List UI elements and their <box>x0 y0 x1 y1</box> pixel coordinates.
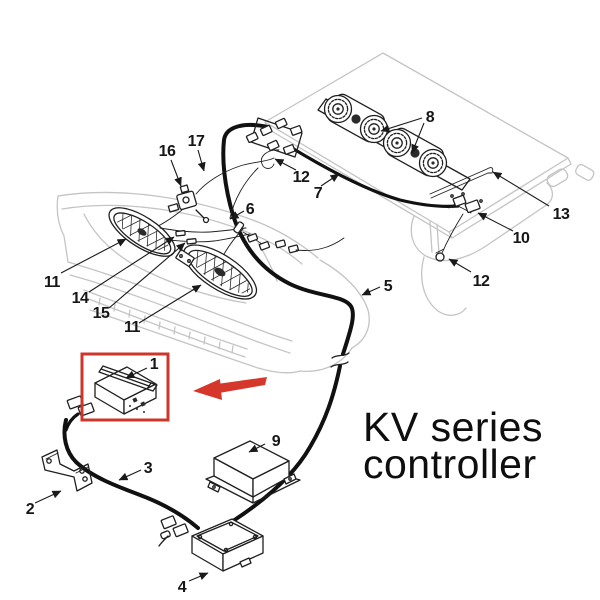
cable-clamp-12 <box>435 248 445 262</box>
callout-11-lower: 11 <box>124 319 141 336</box>
callout-15: 15 <box>93 305 110 322</box>
fan-wiring <box>159 221 345 267</box>
harness-cable-5 <box>221 122 355 356</box>
bullet-terminal-14 <box>175 230 186 237</box>
callout-10: 10 <box>513 230 530 247</box>
wiring-harness <box>62 122 494 535</box>
figure-annotation: KV series controller <box>363 404 543 487</box>
harness-cable-3 <box>62 418 200 530</box>
annotation-line-2: controller <box>363 441 537 487</box>
callout-4: 4 <box>178 579 187 596</box>
callout-leaders <box>34 117 550 582</box>
callout-14: 14 <box>72 290 89 307</box>
harness-plug <box>160 515 177 530</box>
blower-unit-1 <box>323 93 389 144</box>
fan-wire-connectors <box>246 233 300 254</box>
condenser-fan-right <box>182 243 258 301</box>
callout-13: 13 <box>553 206 570 223</box>
sensor-assembly-10 <box>448 192 483 214</box>
condenser-fan-left <box>108 206 176 258</box>
highlight-arrow <box>193 377 267 400</box>
callout-7: 7 <box>314 185 323 202</box>
callout-1: 1 <box>150 356 159 373</box>
mounting-bracket <box>41 449 93 492</box>
mounting-rail-end <box>146 382 158 392</box>
annotation-line-1: KV series <box>363 404 543 450</box>
solenoid-valve <box>153 184 210 229</box>
callout-16: 16 <box>159 143 176 160</box>
callout-2: 2 <box>26 501 35 518</box>
callout-12-top: 12 <box>293 169 310 186</box>
bullet-terminal-15 <box>186 238 197 245</box>
highlight-box <box>80 352 170 422</box>
callout-17: 17 <box>188 133 205 150</box>
blower-assemblies <box>317 93 471 191</box>
callout-8: 8 <box>426 109 435 126</box>
callout-11-left: 11 <box>44 274 61 291</box>
callout-9: 9 <box>272 433 281 450</box>
cable-break-mark <box>330 352 350 368</box>
callout-12-right: 12 <box>473 273 490 290</box>
blower-unit-2 <box>382 127 448 178</box>
relay-module <box>205 440 301 504</box>
callout-3: 3 <box>144 460 153 477</box>
harness-connectors <box>245 117 303 158</box>
capillary-tube-13 <box>429 167 494 199</box>
cable-17 <box>195 157 275 195</box>
junction-box <box>158 515 264 572</box>
callout-labels: 16 17 12 7 8 13 10 12 5 6 11 14 15 11 1 … <box>26 109 571 596</box>
callout-6: 6 <box>246 201 255 218</box>
inline-splice <box>233 221 245 234</box>
harness-cable-7 <box>290 146 460 208</box>
callout-5: 5 <box>384 278 393 295</box>
